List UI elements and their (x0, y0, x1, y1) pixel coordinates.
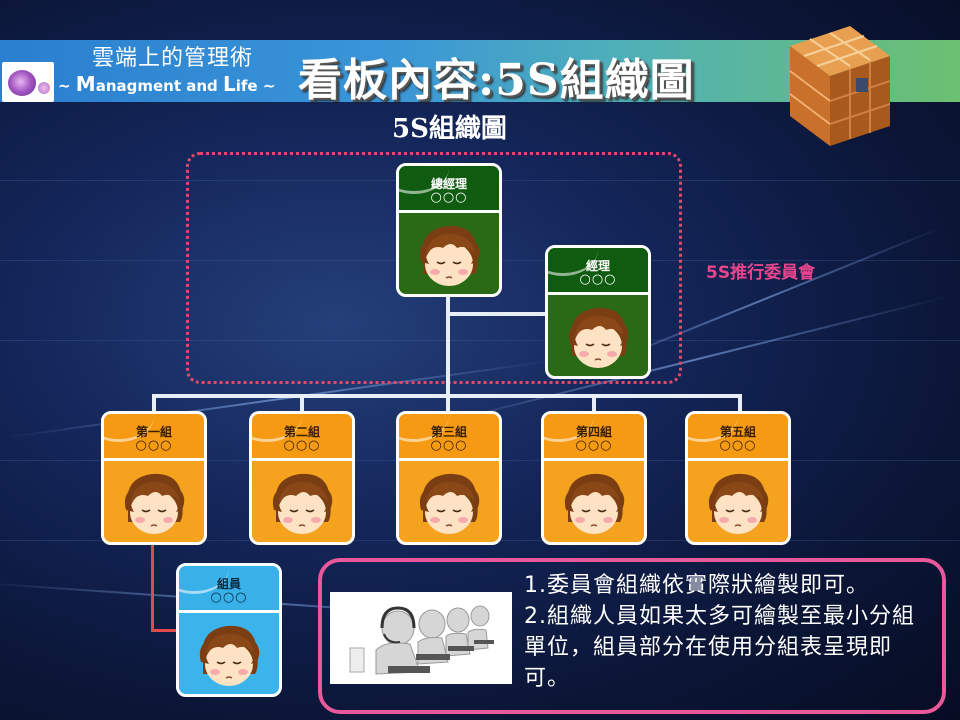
card-name: ○○○ (575, 438, 613, 453)
connector-line (738, 394, 742, 412)
card-group-5: 第五組 ○○○ (685, 411, 791, 545)
card-decoration (548, 248, 598, 276)
card-header (544, 414, 644, 458)
avatar-face-icon (413, 218, 485, 292)
logo-cell-icon (38, 82, 50, 94)
card-role: 第四組 (575, 425, 612, 439)
avatar-face-icon (702, 466, 774, 540)
card-group-4: 第四組 ○○○ (541, 411, 647, 545)
card-divider (104, 458, 204, 461)
brand-en-prefix: ~ (58, 77, 76, 95)
connector-line (592, 394, 596, 412)
card-role: 總經理 (430, 177, 467, 191)
card-name: ○○○ (719, 438, 757, 453)
card-role: 組員 (216, 577, 241, 591)
avatar-face-icon (558, 466, 630, 540)
avatar-face-icon (118, 466, 190, 540)
card-decoration (179, 566, 229, 594)
card-group-2: 第二組 ○○○ (249, 411, 355, 545)
note-line-1: 1.委員會組織依實際狀繪製即可。 (524, 573, 869, 598)
connector-line (446, 312, 546, 316)
card-divider (399, 458, 499, 461)
card-member: 組員 ○○○ (176, 563, 282, 697)
avatar-face-icon (413, 466, 485, 540)
brand-en-m: M (75, 72, 96, 96)
card-header (399, 414, 499, 458)
card-header (399, 166, 499, 210)
card-divider (252, 458, 352, 461)
note-line-2: 2.組織人員如果太多可繪製至最小分組單位，組員部分在使用分組表呈現即可。 (524, 604, 915, 691)
avatar-face-icon (562, 300, 634, 374)
card-name: ○○○ (430, 190, 468, 205)
card-general-manager: 總經理 ○○○ (396, 163, 502, 297)
connector-line (152, 394, 156, 412)
card-header (548, 248, 648, 292)
card-decoration (104, 414, 154, 442)
card-role: 經理 (585, 259, 610, 273)
card-role: 第一組 (135, 425, 172, 439)
brand-en-suffix: ife ~ (235, 77, 276, 95)
brand-name-chinese: 雲端上的管理術 (92, 46, 254, 71)
note-text: 1.委員會組織依實際狀繪製即可。 2.組織人員如果太多可繪製至最小分組單位，組員… (524, 570, 934, 694)
card-manager: 經理 ○○○ (545, 245, 651, 379)
committee-boundary (186, 152, 682, 384)
call-center-workers-icon (330, 592, 512, 684)
note-box (318, 558, 946, 714)
card-divider (548, 292, 648, 295)
avatar-face-icon (193, 618, 265, 692)
connector-line (446, 394, 450, 412)
card-decoration (544, 414, 594, 442)
card-header (179, 566, 279, 610)
card-name: ○○○ (135, 438, 173, 453)
member-connector (151, 544, 154, 632)
card-divider (688, 458, 788, 461)
card-decoration (399, 414, 449, 442)
card-role: 第五組 (719, 425, 756, 439)
logo-cell-icon (8, 70, 36, 96)
card-name: ○○○ (283, 438, 321, 453)
card-header (104, 414, 204, 458)
bg-gridline (0, 340, 960, 341)
card-decoration (688, 414, 738, 442)
card-name: ○○○ (430, 438, 468, 453)
member-connector (151, 629, 179, 632)
connector-line (446, 296, 450, 396)
card-divider (179, 610, 279, 613)
avatar-face-icon (266, 466, 338, 540)
page-title: 看板內容:5S組織圖 (298, 55, 695, 106)
card-role: 第二組 (283, 425, 320, 439)
card-divider (399, 210, 499, 213)
brand-en-l: L (223, 72, 236, 96)
chart-subtitle: 5S組織圖 (392, 114, 507, 144)
card-name: ○○○ (210, 590, 248, 605)
card-decoration (252, 414, 302, 442)
committee-label: 5S推行委員會 (706, 263, 816, 283)
brand-name-english: ~ Managment and Life ~ (58, 72, 275, 96)
card-name: ○○○ (579, 272, 617, 287)
card-role: 第三組 (430, 425, 467, 439)
connector-line (300, 394, 304, 412)
photo-cube-icon (789, 26, 891, 146)
card-divider (544, 458, 644, 461)
card-header (252, 414, 352, 458)
card-group-1: 第一組 ○○○ (101, 411, 207, 545)
card-decoration (399, 166, 449, 194)
card-header (688, 414, 788, 458)
card-group-3: 第三組 ○○○ (396, 411, 502, 545)
brand-en-mid: anagment and (95, 77, 223, 95)
